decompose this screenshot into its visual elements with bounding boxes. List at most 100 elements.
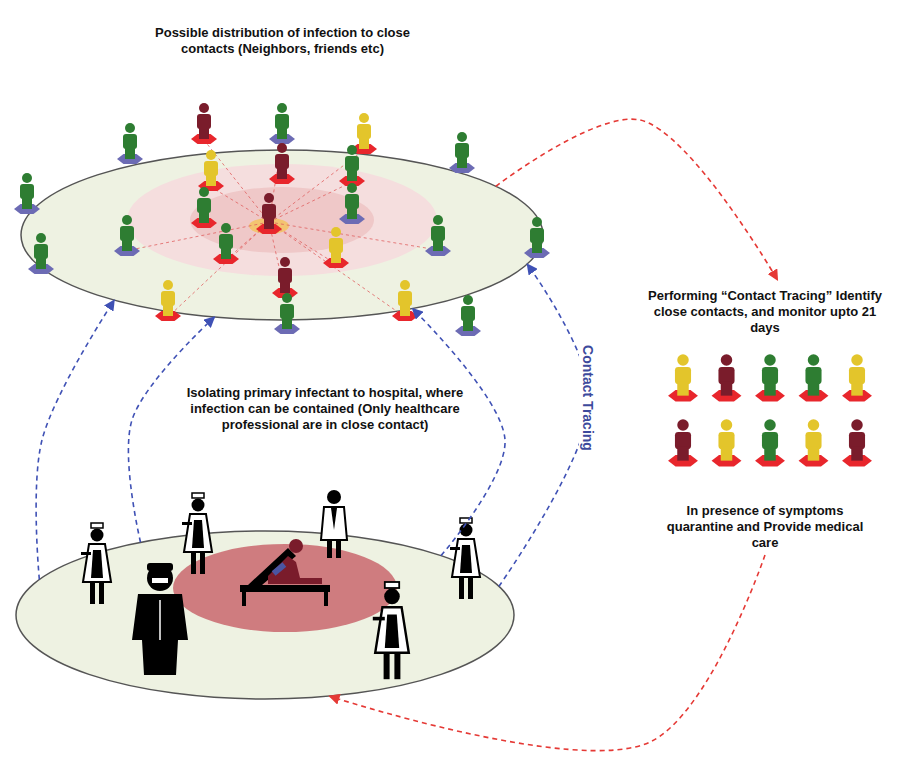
person-legs [277,167,287,179]
illustration-part [152,578,168,583]
person-head [264,193,274,203]
contact-line [204,140,269,222]
person-figure [272,257,298,298]
person-legs [457,156,467,168]
person-figure [755,354,785,401]
person-head [532,217,542,227]
contact-tracing-group: Performing “Contact Tracing” Identify cl… [640,280,890,555]
person-figure [842,419,872,466]
person-head [331,227,341,237]
person-figure [155,280,181,321]
person-head [347,183,357,193]
person-figure [668,354,698,401]
person-legs [199,211,209,223]
person-head [122,215,132,225]
person-legs [277,127,287,139]
person-legs [400,304,410,316]
person-head [36,233,46,243]
person-body [398,291,412,306]
person-body [718,367,734,384]
person-legs [677,447,689,461]
person-figure [191,187,217,228]
person-body [805,367,821,384]
nurse-figure [373,582,409,679]
person-head [277,143,287,153]
person-head [125,123,135,133]
person-head [764,419,776,431]
surgeon-figure [132,563,188,675]
dashed-arrow [329,555,765,751]
heading-text: Possible distribution of infection to cl… [138,25,428,57]
person-figure [269,143,295,184]
index-case-halo [249,218,289,234]
illustration-part [159,600,161,640]
person-body [805,432,821,449]
person-body [849,367,865,384]
person-figure [842,354,872,401]
person-body [345,156,359,171]
person-figure [191,103,217,144]
person-figure [323,227,349,268]
person-figure [14,173,40,214]
person-head [433,215,443,225]
person-head [764,354,776,366]
people-figures [14,103,872,466]
person-figure [213,223,239,264]
person-legs [764,382,776,396]
illustration-part [324,592,328,606]
edge-label: Contact Tracing [579,342,597,454]
person-head [721,419,733,431]
person-body [455,143,469,158]
dashed-arrow [496,119,778,280]
illustration-part [242,592,246,606]
person-body [120,226,134,241]
nurse-figure [450,518,480,599]
person-head [282,293,292,303]
person-body [329,238,343,253]
person-legs [163,304,173,316]
person-figure [425,215,451,256]
person-body [275,114,289,129]
person-legs [347,207,357,219]
person-head [22,173,32,183]
person-legs [677,382,689,396]
person-legs [282,317,292,329]
person-figure [799,419,829,466]
person-head [677,354,689,366]
doctor-figure [321,490,347,558]
person-body [275,154,289,169]
person-figure [799,354,829,401]
contact-line [211,187,269,222]
person-figure [198,150,224,191]
person-legs [463,319,473,331]
heading-text: Isolating primary infectant to hospital,… [165,385,485,433]
person-head [347,145,357,155]
person-head [359,113,369,123]
person-head [721,354,733,366]
contact-lines [130,140,438,317]
person-head [221,223,231,233]
person-head [851,354,863,366]
person-figure [339,145,365,186]
person-body [461,306,475,321]
person-head [277,103,287,113]
person-body [197,198,211,213]
person-figure [117,123,143,164]
dashed-arrow [128,317,214,542]
person-head [400,280,410,290]
person-body [762,367,778,384]
person-figure [28,233,54,274]
person-figure [712,419,742,466]
dashed-arrow [36,300,114,579]
person-legs [851,382,863,396]
illustration-part [327,490,341,504]
person-figure [668,419,698,466]
person-figure [712,354,742,401]
illustration-part [289,539,303,553]
person-body [278,268,292,283]
illustration-part [132,594,188,675]
person-legs [808,447,820,461]
nurse-figure [81,523,111,604]
person-legs [125,147,135,159]
person-body [204,161,218,176]
